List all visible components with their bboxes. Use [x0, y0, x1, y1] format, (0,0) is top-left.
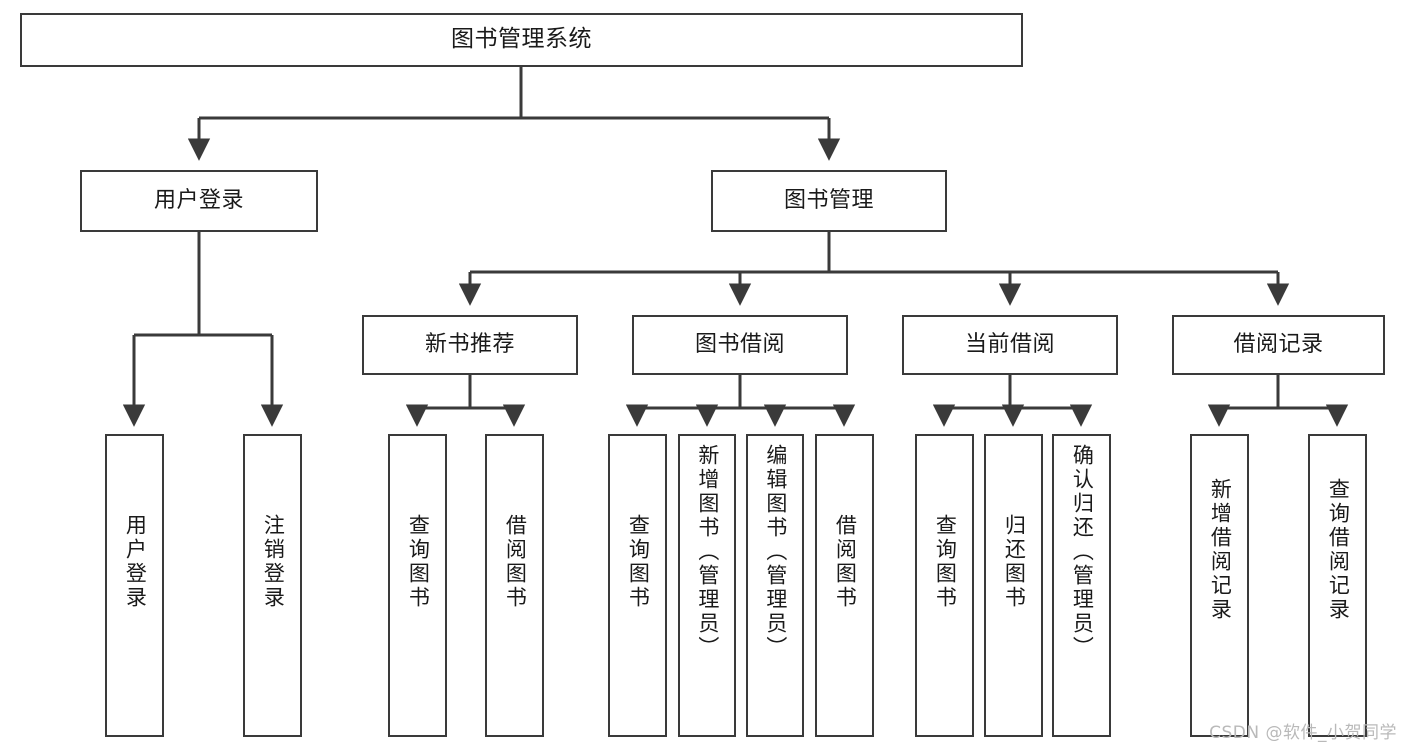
node-current-borrow-label: 当前借阅 — [964, 331, 1055, 357]
leaf-return-books[interactable]: 归还图书 — [984, 434, 1043, 737]
leaf-borrow-books-borrow[interactable]: 借阅图书 — [815, 434, 874, 737]
leaf-borrow-books-recommend[interactable]: 借阅图书 — [485, 434, 544, 737]
leaf-borrow-books-borrow-label: 借阅图书 — [833, 514, 858, 610]
leaf-logout-login[interactable]: 注销登录 — [243, 434, 302, 737]
watermark-text: CSDN @软件_小贺同学 — [1209, 723, 1397, 743]
leaf-add-book-admin[interactable]: 新增图书（管理员） — [678, 434, 736, 737]
node-new-book-recommend[interactable]: 新书推荐 — [362, 315, 578, 375]
node-book-borrow-label: 图书借阅 — [694, 331, 785, 357]
node-book-management-label: 图书管理 — [783, 187, 874, 213]
node-user-login-label: 用户登录 — [153, 187, 244, 213]
leaf-query-books-recommend[interactable]: 查询图书 — [388, 434, 447, 737]
leaf-user-login-label: 用户登录 — [123, 514, 148, 610]
leaf-query-books-current[interactable]: 查询图书 — [915, 434, 974, 737]
node-book-borrow[interactable]: 图书借阅 — [632, 315, 848, 375]
leaf-edit-book-admin[interactable]: 编辑图书（管理员） — [746, 434, 804, 737]
leaf-query-borrow-record-label: 查询借阅记录 — [1326, 478, 1351, 622]
node-borrow-record[interactable]: 借阅记录 — [1172, 315, 1385, 375]
node-borrow-record-label: 借阅记录 — [1233, 331, 1324, 357]
leaf-query-books-borrow-label: 查询图书 — [626, 514, 651, 610]
node-root[interactable]: 图书管理系统 — [20, 13, 1023, 67]
leaf-confirm-return-admin-label: 确认归还（管理员） — [1070, 444, 1095, 660]
node-new-book-recommend-label: 新书推荐 — [424, 331, 515, 357]
leaf-add-borrow-record-label: 新增借阅记录 — [1208, 478, 1233, 622]
leaf-logout-login-label: 注销登录 — [261, 514, 286, 610]
node-root-label: 图书管理系统 — [451, 26, 592, 53]
node-book-management[interactable]: 图书管理 — [711, 170, 947, 232]
leaf-edit-book-admin-label: 编辑图书（管理员） — [763, 444, 788, 660]
leaf-query-books-recommend-label: 查询图书 — [406, 514, 431, 610]
leaf-query-books-current-label: 查询图书 — [933, 514, 958, 610]
leaf-query-borrow-record[interactable]: 查询借阅记录 — [1308, 434, 1367, 737]
node-current-borrow[interactable]: 当前借阅 — [902, 315, 1118, 375]
leaf-add-borrow-record[interactable]: 新增借阅记录 — [1190, 434, 1249, 737]
leaf-return-books-label: 归还图书 — [1002, 514, 1027, 610]
leaf-user-login[interactable]: 用户登录 — [105, 434, 164, 737]
leaf-borrow-books-recommend-label: 借阅图书 — [503, 514, 528, 610]
leaf-confirm-return-admin[interactable]: 确认归还（管理员） — [1052, 434, 1111, 737]
node-user-login[interactable]: 用户登录 — [80, 170, 318, 232]
leaf-query-books-borrow[interactable]: 查询图书 — [608, 434, 667, 737]
leaf-add-book-admin-label: 新增图书（管理员） — [695, 444, 720, 660]
